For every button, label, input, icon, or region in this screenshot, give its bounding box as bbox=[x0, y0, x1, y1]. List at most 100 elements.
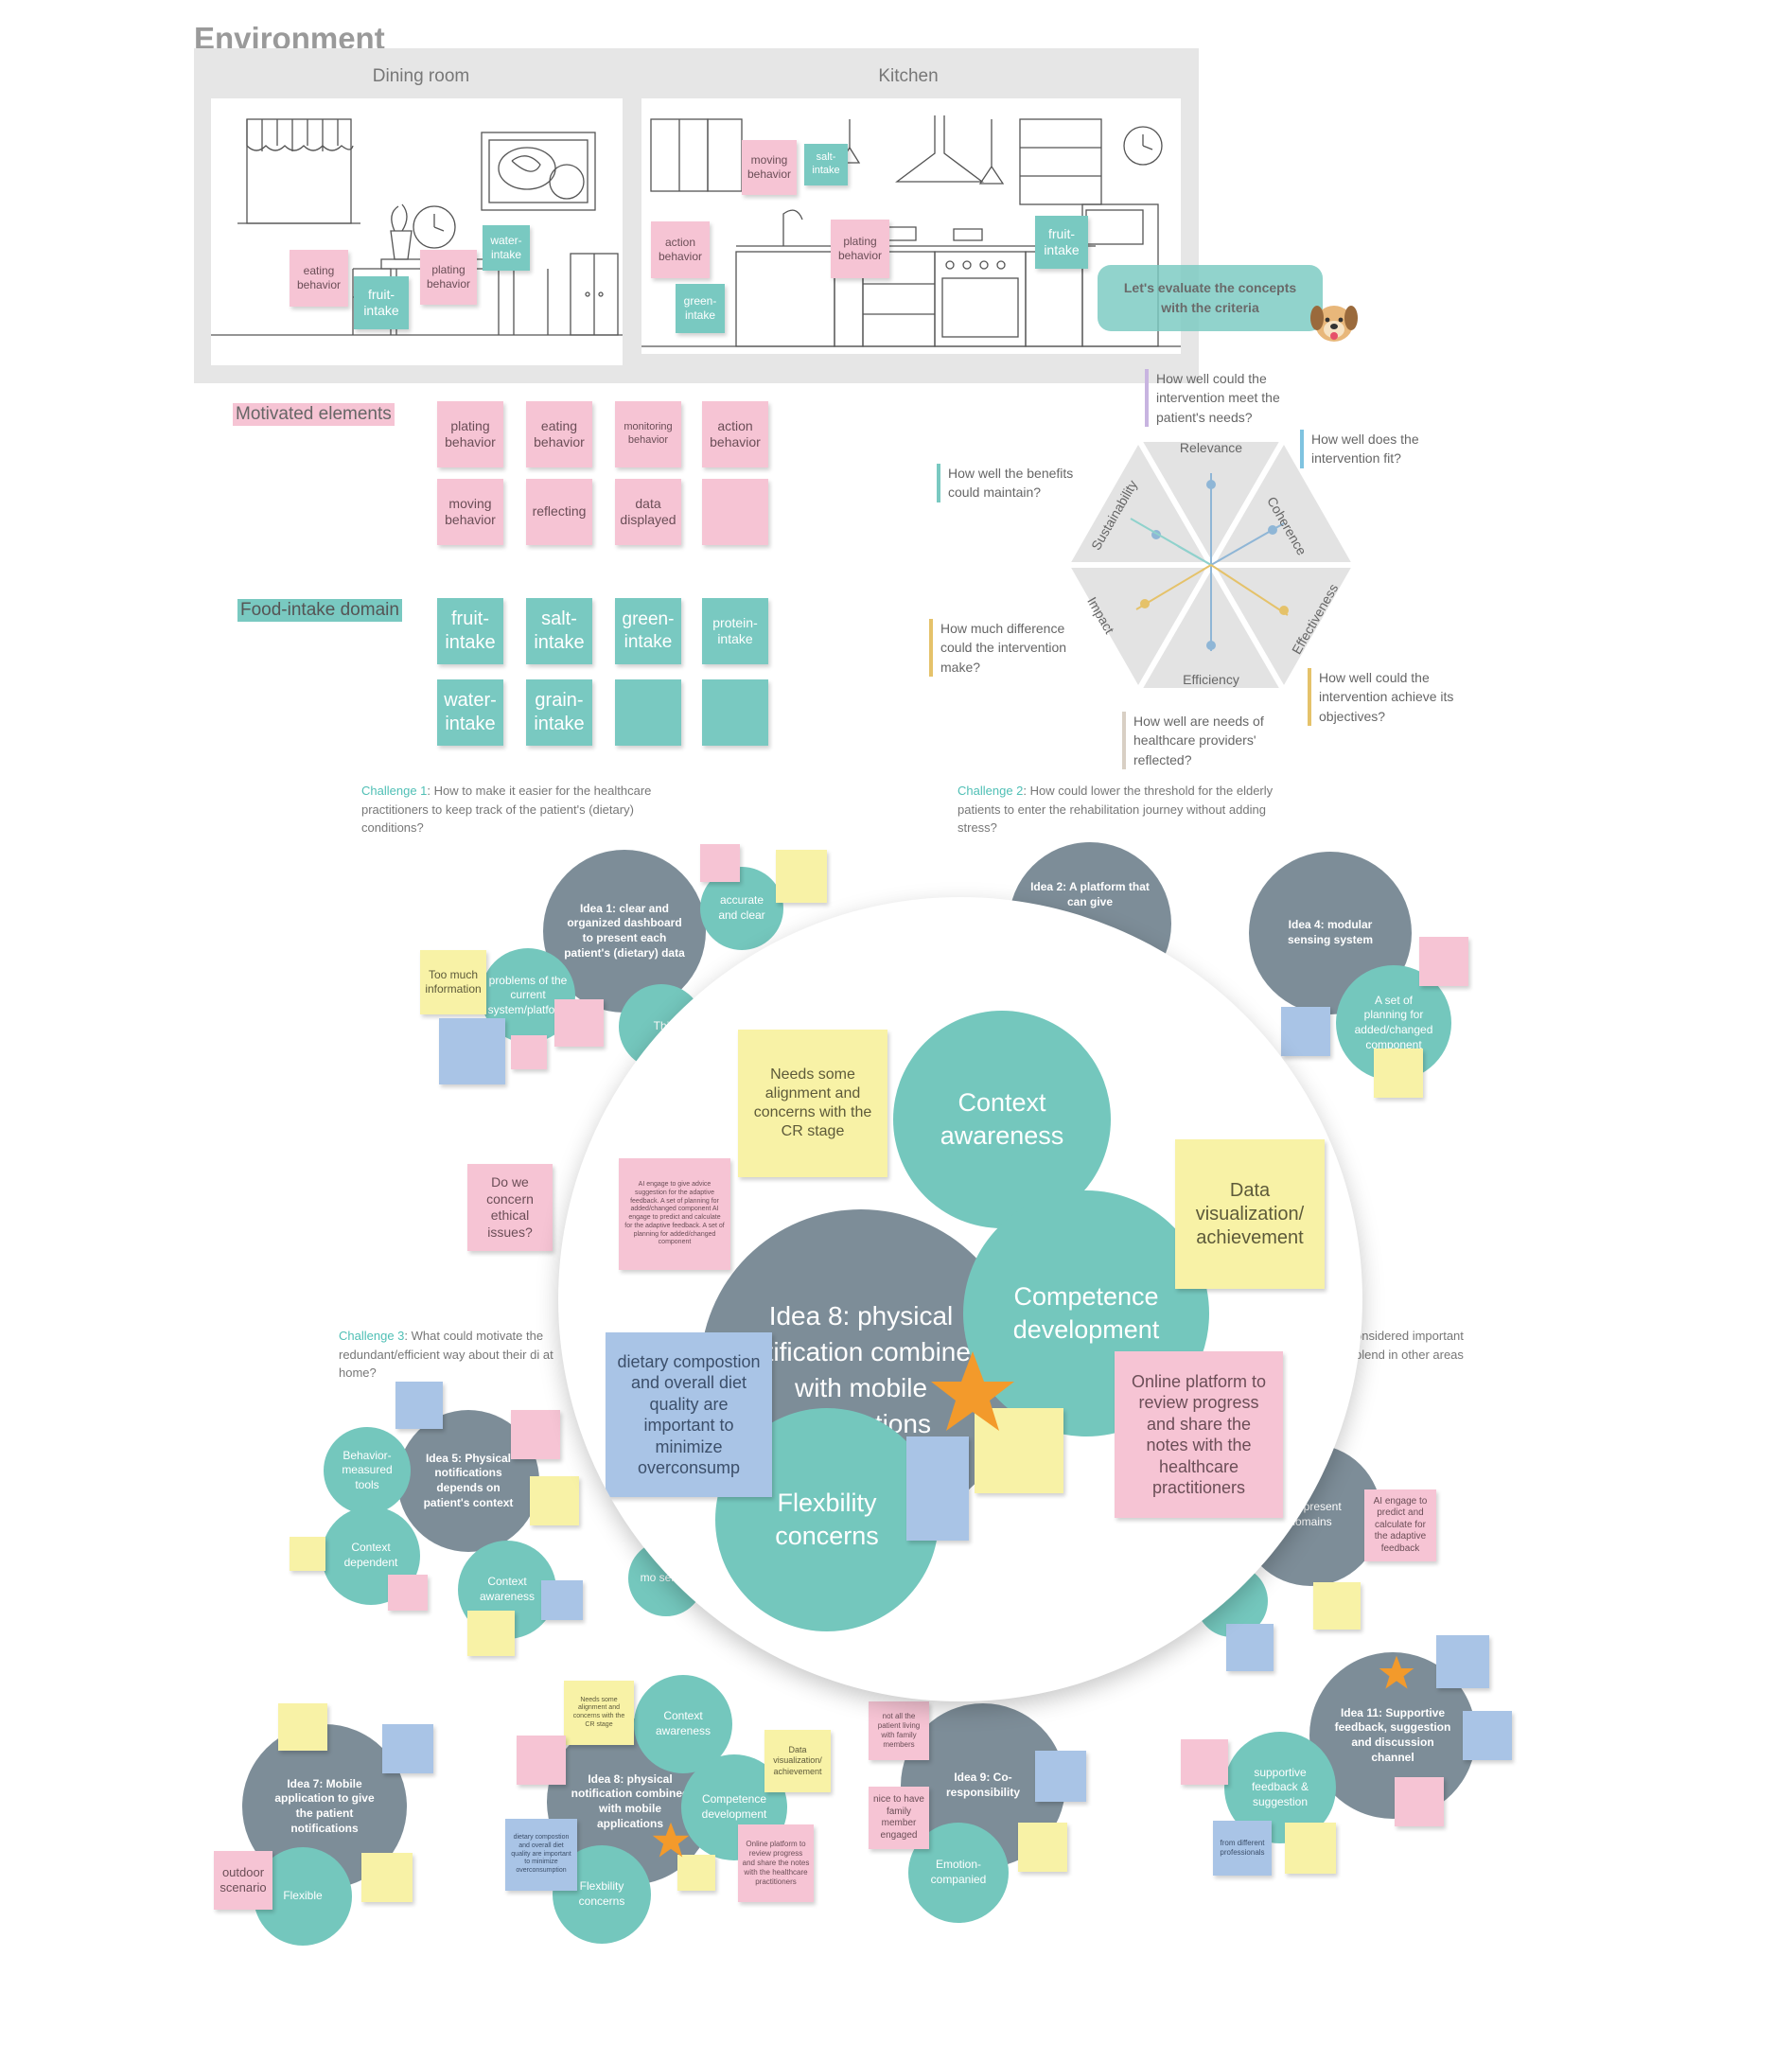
note-kitchen-fruit[interactable]: fruit-intake bbox=[1035, 216, 1088, 269]
zoom-data-vis-note[interactable]: Data visualization/ achievement bbox=[1175, 1139, 1325, 1289]
note-kitchen-green[interactable]: green-intake bbox=[676, 284, 725, 333]
sticky-note[interactable] bbox=[439, 1018, 505, 1084]
zoom-needs-note[interactable]: Needs some alignment and concerns with t… bbox=[738, 1030, 887, 1177]
ethical-note[interactable]: Do we concern ethical issues? bbox=[467, 1164, 553, 1251]
note-dining-eating[interactable]: eating behavior bbox=[290, 250, 348, 307]
sticky-note[interactable] bbox=[541, 1580, 583, 1620]
star-icon bbox=[652, 1822, 690, 1858]
sticky-note[interactable] bbox=[278, 1703, 327, 1751]
question-impact: How much difference could the interventi… bbox=[929, 619, 1082, 677]
dining-room-title: Dining room bbox=[372, 66, 470, 86]
from-different-note[interactable]: from different professionals bbox=[1213, 1821, 1272, 1876]
challenge-3: Challenge 3: What could motivate the red… bbox=[339, 1327, 566, 1383]
food-note[interactable]: grain-intake bbox=[526, 679, 592, 746]
sticky-note[interactable] bbox=[517, 1736, 566, 1785]
dining-room-sketch bbox=[211, 118, 623, 336]
sticky-note[interactable] bbox=[1035, 1751, 1086, 1802]
motivated-note[interactable]: reflecting bbox=[526, 479, 592, 545]
sticky-note[interactable] bbox=[700, 844, 740, 882]
note-kitchen-plating[interactable]: plating behavior bbox=[831, 220, 889, 278]
data-vis-small-note[interactable]: Data visualization/ achievement bbox=[764, 1730, 831, 1792]
challenge-1: Challenge 1: How to make it easier for t… bbox=[361, 782, 683, 837]
food-note[interactable]: protein-intake bbox=[702, 598, 768, 664]
zoom-competence-circle[interactable]: Competence development bbox=[963, 1190, 1209, 1436]
challenge-3-text: : What could motivate the redundant/effi… bbox=[339, 1329, 553, 1380]
kitchen-sketch bbox=[641, 115, 1181, 347]
motivated-note[interactable]: eating behavior bbox=[526, 401, 592, 467]
sticky-note[interactable] bbox=[290, 1537, 325, 1571]
too-much-note[interactable]: Too much information bbox=[420, 950, 486, 1014]
motivated-note[interactable]: data displayed bbox=[615, 479, 681, 545]
note-kitchen-moving[interactable]: moving behavior bbox=[742, 140, 797, 195]
dining-room-canvas bbox=[211, 98, 623, 365]
sticky-note[interactable] bbox=[361, 1853, 413, 1902]
zoom-star-icon bbox=[931, 1351, 1014, 1431]
zoom-online-note[interactable]: Online platform to review progress and s… bbox=[1115, 1351, 1283, 1518]
sticky-note[interactable] bbox=[1374, 1049, 1423, 1098]
question-coherence: How well does the intervention fit? bbox=[1300, 430, 1453, 468]
motivated-note[interactable]: moving behavior bbox=[437, 479, 503, 545]
food-note[interactable]: water-intake bbox=[437, 679, 503, 746]
food-note[interactable]: green-intake bbox=[615, 598, 681, 664]
dog-face-icon bbox=[1310, 306, 1358, 342]
online-small-note[interactable]: Online platform to review progress and s… bbox=[738, 1824, 814, 1902]
sticky-note[interactable] bbox=[1463, 1711, 1512, 1760]
food-note[interactable] bbox=[702, 679, 768, 746]
ai-engage-note[interactable]: AI engage to predict and calculate for t… bbox=[1364, 1489, 1436, 1561]
nice-to-note[interactable]: nice to have family member engaged bbox=[869, 1787, 929, 1849]
sticky-note[interactable] bbox=[1419, 937, 1468, 986]
kitchen-canvas bbox=[641, 98, 1181, 354]
sticky-note[interactable] bbox=[395, 1382, 443, 1429]
motivated-note[interactable]: plating behavior bbox=[437, 401, 503, 467]
motivated-note[interactable]: monitoring behavior bbox=[615, 401, 681, 467]
kitchen-title: Kitchen bbox=[878, 66, 939, 86]
sticky-note[interactable] bbox=[382, 1724, 433, 1773]
zoom-dietary-note[interactable]: dietary compostion and overall diet qual… bbox=[606, 1332, 772, 1497]
motivated-note[interactable]: action behavior bbox=[702, 401, 768, 467]
motivated-note[interactable] bbox=[702, 479, 768, 545]
sticky-note[interactable] bbox=[776, 850, 827, 903]
axis-efficiency: Efficiency bbox=[1183, 672, 1239, 687]
food-note[interactable]: salt-intake bbox=[526, 598, 592, 664]
axis-relevance: Relevance bbox=[1179, 440, 1243, 455]
sticky-note[interactable] bbox=[511, 1035, 547, 1069]
motivated-label: Motivated elements bbox=[233, 403, 395, 426]
zoom-lens: Idea 8: physical notification combined w… bbox=[558, 897, 1362, 1701]
note-kitchen-action[interactable]: action behavior bbox=[651, 221, 710, 278]
sticky-note[interactable] bbox=[1436, 1635, 1489, 1688]
star-icon bbox=[1379, 1655, 1414, 1689]
sticky-note[interactable] bbox=[1313, 1582, 1361, 1630]
dietary-small-note[interactable]: dietary compostion and overall diet qual… bbox=[505, 1819, 577, 1891]
challenge-3-tag: Challenge 3 bbox=[339, 1329, 405, 1343]
idea-1-circle[interactable]: Idea 1: clear and organized dashboard to… bbox=[543, 850, 706, 1013]
sticky-note[interactable] bbox=[1018, 1823, 1067, 1872]
zoom-small-pink-note[interactable]: AI engage to give advice suggestion for … bbox=[619, 1158, 730, 1270]
outdoor-note[interactable]: outdoor scenario bbox=[214, 1851, 272, 1910]
zoom-partial-blue-note[interactable] bbox=[906, 1436, 969, 1541]
note-dining-fruit[interactable]: fruit-intake bbox=[354, 276, 409, 329]
sticky-note[interactable] bbox=[1226, 1624, 1274, 1671]
sticky-note[interactable] bbox=[1181, 1739, 1228, 1785]
sticky-note[interactable] bbox=[1285, 1823, 1336, 1874]
needs-small-note[interactable]: Needs some alignment and concerns with t… bbox=[564, 1681, 634, 1745]
food-note[interactable]: fruit-intake bbox=[437, 598, 503, 664]
note-kitchen-salt[interactable]: salt-intake bbox=[804, 144, 848, 185]
sticky-note[interactable] bbox=[467, 1611, 515, 1656]
context-awareness-small-circle[interactable]: Context awareness bbox=[634, 1675, 732, 1773]
not-all-note[interactable]: not all the patient living with family m… bbox=[869, 1701, 929, 1760]
sticky-note[interactable] bbox=[388, 1575, 428, 1611]
challenge-2-tag: Challenge 2 bbox=[957, 784, 1024, 798]
sticky-note[interactable] bbox=[511, 1410, 560, 1459]
sticky-note[interactable] bbox=[530, 1476, 579, 1525]
behavior-tools-circle[interactable]: Behavior-measured tools bbox=[324, 1427, 411, 1514]
set-planning-circle[interactable]: A set of planning for added/changed comp… bbox=[1336, 965, 1451, 1081]
sticky-note[interactable] bbox=[554, 999, 604, 1047]
question-efficiency: How well are needs of healthcare provide… bbox=[1122, 712, 1285, 769]
sticky-note[interactable] bbox=[1395, 1777, 1444, 1826]
food-note[interactable] bbox=[615, 679, 681, 746]
note-dining-water[interactable]: water-intake bbox=[483, 225, 530, 271]
challenge-4-fragment: onsidered important blend in other areas bbox=[1355, 1329, 1464, 1362]
note-dining-plating[interactable]: plating behavior bbox=[420, 250, 477, 305]
sticky-note[interactable] bbox=[1281, 1007, 1330, 1056]
sticky-note[interactable] bbox=[677, 1855, 715, 1891]
